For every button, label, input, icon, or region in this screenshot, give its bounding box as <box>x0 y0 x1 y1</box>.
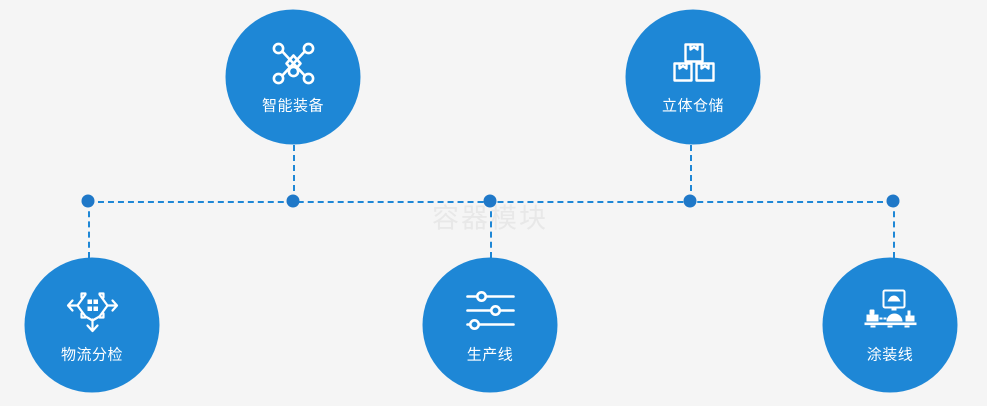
sorting-arrows-icon <box>66 288 118 334</box>
node-label: 涂装线 <box>866 345 914 364</box>
painting-line-icon <box>864 288 916 334</box>
network-nodes-icon <box>267 41 319 87</box>
stem-logistics-sorting <box>88 201 90 258</box>
node-label: 智能装备 <box>261 96 324 115</box>
junction-dot-painting-line <box>886 194 900 208</box>
node-production-line[interactable]: 生产线 <box>422 257 558 393</box>
stem-painting-line <box>893 201 895 258</box>
stem-production-line <box>490 201 492 258</box>
node-painting-line[interactable]: 涂装线 <box>822 257 958 393</box>
junction-dot-stereoscopic-warehouse <box>683 194 697 208</box>
watermark-text: 容器模块 <box>432 203 548 235</box>
junction-dot-intelligent-equipment <box>286 194 300 208</box>
junction-dot-production-line <box>483 194 497 208</box>
node-label: 立体仓储 <box>661 96 724 115</box>
stem-stereoscopic-warehouse <box>690 145 692 201</box>
junction-dot-logistics-sorting <box>81 194 95 208</box>
node-stereoscopic-warehouse[interactable]: 立体仓储 <box>625 9 761 145</box>
node-logistics-sorting[interactable]: 物流分检 <box>24 257 160 393</box>
node-label: 生产线 <box>466 345 514 364</box>
node-label: 物流分检 <box>60 345 123 364</box>
stacked-boxes-icon <box>667 41 719 87</box>
stem-intelligent-equipment <box>293 145 295 201</box>
sliders-icon <box>464 288 516 334</box>
node-intelligent-equipment[interactable]: 智能装备 <box>225 9 361 145</box>
